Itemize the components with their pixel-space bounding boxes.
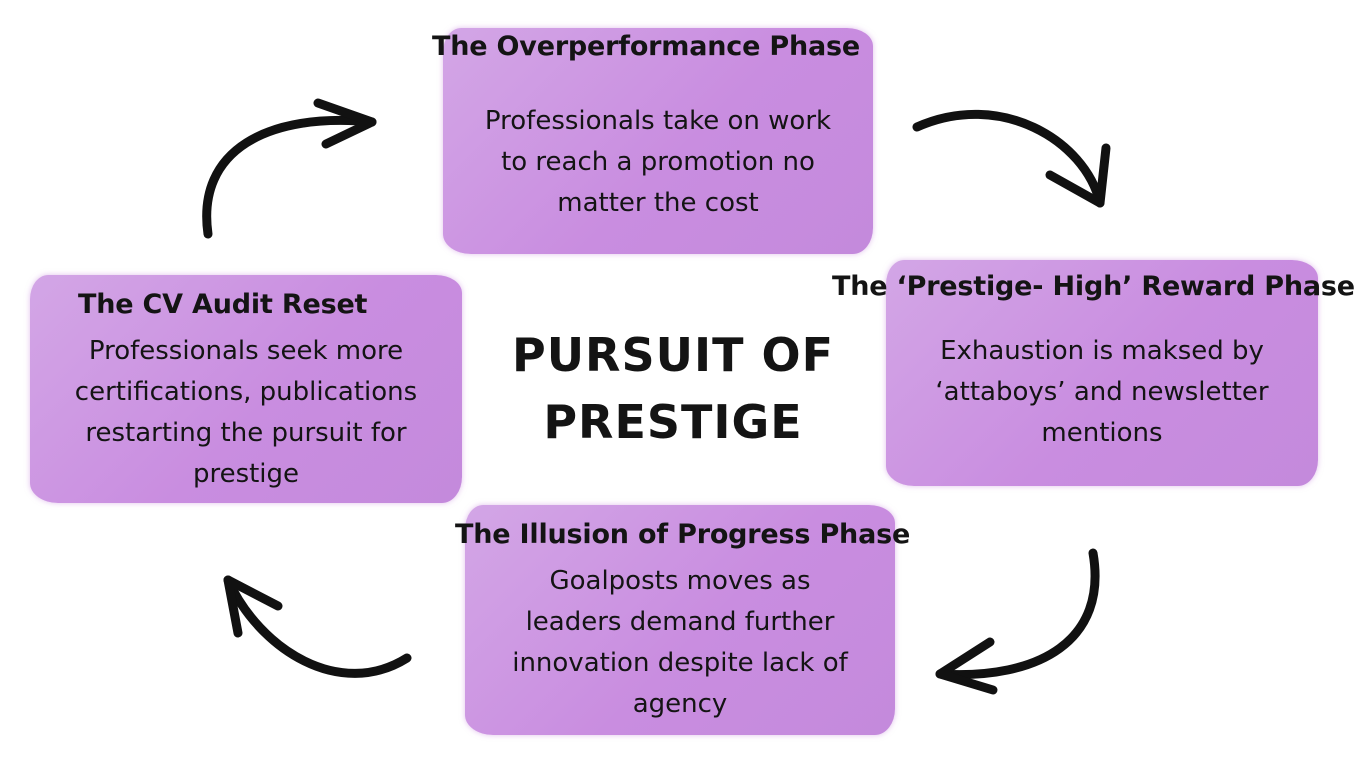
phase-box-reward bbox=[886, 260, 1318, 486]
arrow-illusion-to-cv-head bbox=[223, 575, 283, 638]
center-title: PURSUIT OF PRESTIGE bbox=[511, 328, 834, 449]
arrow-cv-to-overperformance-head bbox=[313, 98, 377, 149]
arrow-overperformance-to-reward-head bbox=[1045, 143, 1111, 208]
phase-description-illusion: Goalposts moves as leaders demand furthe… bbox=[512, 566, 848, 719]
arrow-reward-to-illusion-head bbox=[935, 637, 998, 695]
phase-title-overperformance: The Overperformance Phase bbox=[432, 31, 861, 62]
phase-title-reward: The ‘Prestige- High’ Reward Phase bbox=[832, 271, 1355, 302]
phase-title-illusion: The Illusion of Progress Phase bbox=[455, 519, 911, 550]
phase-box-overperformance bbox=[443, 28, 873, 254]
arrow-illusion-to-cv bbox=[223, 575, 412, 678]
phase-description-overperformance: Professionals take on work to reach a pr… bbox=[484, 106, 832, 218]
arrow-cv-to-overperformance bbox=[202, 115, 377, 239]
phase-box-illusion bbox=[465, 505, 895, 735]
phase-box-cv-audit bbox=[30, 275, 462, 503]
phase-description-cv-audit: Professionals seek more certifications, … bbox=[74, 336, 418, 489]
phase-title-cv-audit: The CV Audit Reset bbox=[78, 289, 368, 320]
arrow-reward-to-illusion bbox=[935, 548, 1100, 680]
phase-description-reward: Exhaustion is maksed by ‘attaboys’ and n… bbox=[935, 336, 1269, 448]
arrow-overperformance-to-reward bbox=[912, 109, 1105, 208]
